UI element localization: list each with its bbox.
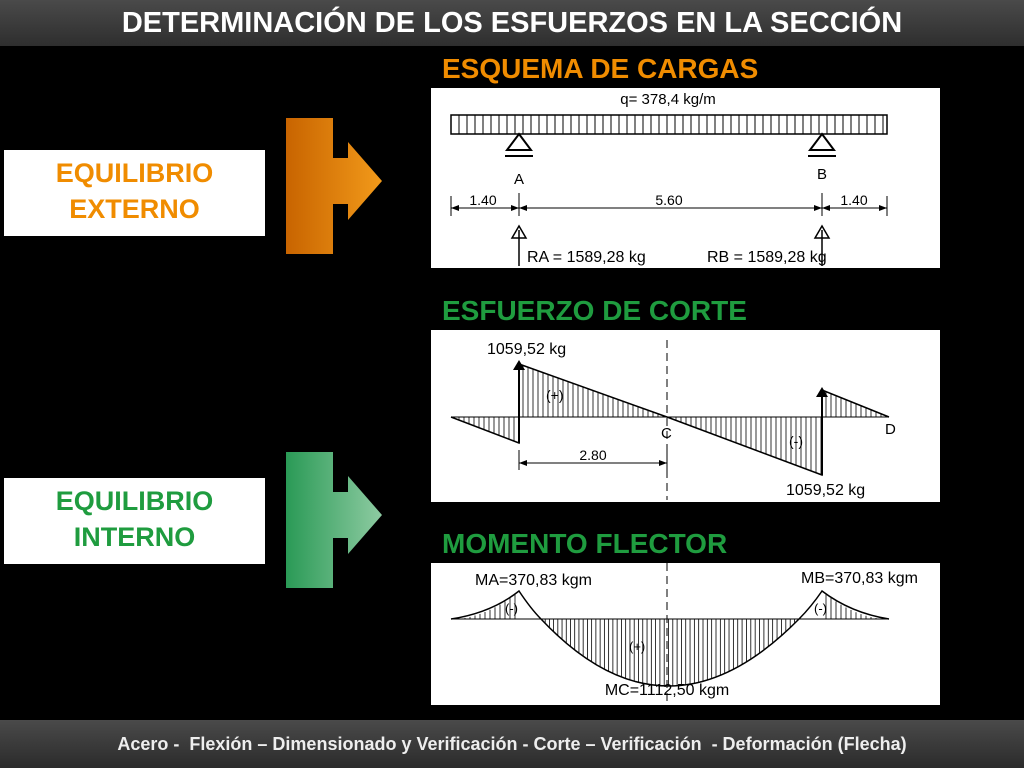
reaction-ra-label: RA = 1589,28 kg	[527, 249, 646, 266]
moment-minus-right: (-)	[814, 601, 827, 616]
green-arrow-icon	[286, 452, 382, 588]
moment-mc-label: MC=1112,50 kgm	[605, 682, 729, 699]
heading-esfuerzo-corte: ESFUERZO DE CORTE	[442, 295, 747, 326]
moment-mb-label: MB=370,83 kgm	[801, 570, 918, 587]
equilibrio-interno-box: EQUILIBRIO INTERNO	[4, 478, 265, 564]
shear-minus-label: (-)	[789, 433, 803, 449]
load-q-label: q= 378,4 kg/m	[620, 91, 715, 108]
heading-momento-flector: MOMENTO FLECTOR	[442, 528, 728, 559]
support-b-label: B	[817, 166, 827, 183]
dim-left-label: 1.40	[469, 192, 496, 208]
dim-mid-label: 5.60	[655, 192, 682, 208]
footer-text: Acero - Flexión – Dimensionado y Verific…	[117, 734, 907, 754]
moment-diagram: MA=370,83 kgm MB=370,83 kgm MC=1112,50 k…	[450, 563, 918, 705]
title-bar	[0, 0, 1024, 46]
externo-line-1: EQUILIBRIO	[55, 158, 214, 188]
moment-minus-left: (-)	[505, 601, 518, 616]
dim-right-label: 1.40	[840, 192, 867, 208]
shear-top-label: 1059,52 kg	[487, 341, 566, 358]
moment-ma-label: MA=370,83 kgm	[475, 572, 592, 589]
reaction-rb-label: RB = 1589,28 kg	[707, 249, 827, 266]
point-d-label: D	[885, 421, 896, 438]
shear-dim-label: 2.80	[579, 447, 606, 463]
equilibrio-externo-box: EQUILIBRIO EXTERNO	[4, 150, 265, 236]
support-a-triangle	[505, 132, 533, 151]
orange-arrow-icon	[286, 118, 382, 254]
footer-bar	[0, 720, 1024, 768]
slide-title: DETERMINACIÓN DE LOS ESFUERZOS EN LA SEC…	[121, 7, 903, 39]
heading-esquema-cargas: ESQUEMA DE CARGAS	[442, 53, 759, 84]
support-b-triangle	[808, 132, 836, 151]
panel-momento-flector: MA=370,83 kgm MB=370,83 kgm MC=1112,50 k…	[431, 563, 940, 705]
shear-bottom-label: 1059,52 kg	[786, 482, 865, 499]
moment-plus-label: (+)	[629, 639, 645, 654]
externo-line-2: EXTERNO	[69, 194, 200, 224]
support-a-label: A	[514, 171, 524, 188]
interno-line-1: EQUILIBRIO	[55, 486, 214, 516]
interno-line-2: INTERNO	[73, 522, 196, 552]
shear-diagram: 1059,52 kg 1059,52 kg (+) (-) C D 2.80	[450, 340, 896, 500]
panel-esfuerzo-corte: 1059,52 kg 1059,52 kg (+) (-) C D 2.80	[431, 330, 940, 502]
shear-plus-label: (+)	[546, 387, 564, 403]
panel-esquema-cargas: q= 378,4 kg/m A B 1.40 5.60 1.40 RA = 15…	[431, 88, 940, 268]
load-scheme-diagram: q= 378,4 kg/m A B 1.40 5.60 1.40 RA = 15…	[450, 91, 888, 266]
point-c-label: C	[661, 425, 672, 442]
